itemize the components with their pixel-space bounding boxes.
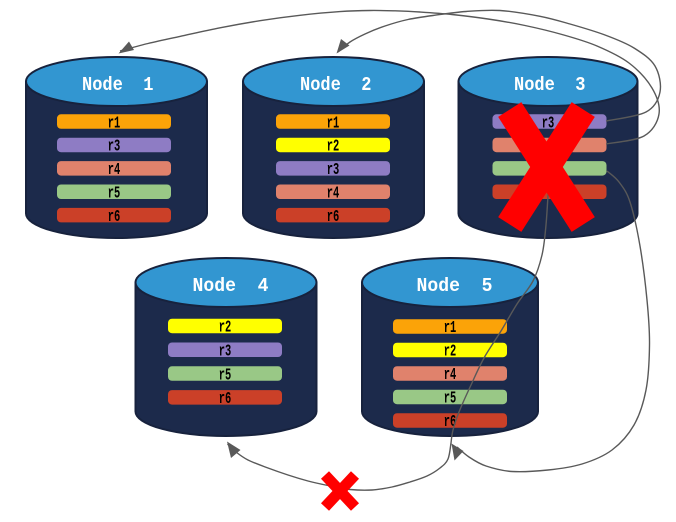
svg-text:r2: r2 <box>219 319 232 338</box>
svg-text:r5: r5 <box>219 366 232 385</box>
svg-text:r2: r2 <box>327 138 340 157</box>
svg-text:r6: r6 <box>108 208 121 227</box>
svg-text:r3: r3 <box>327 161 340 180</box>
svg-text:Node 3: Node 3 <box>514 74 586 96</box>
svg-text:r4: r4 <box>444 366 457 385</box>
svg-text:r1: r1 <box>444 319 457 338</box>
svg-text:r3: r3 <box>542 114 555 133</box>
svg-text:r6: r6 <box>219 390 232 409</box>
svg-text:r2: r2 <box>444 343 457 362</box>
svg-text:r5: r5 <box>444 390 457 409</box>
svg-text:r4: r4 <box>327 185 340 204</box>
svg-text:Node 4: Node 4 <box>193 275 269 297</box>
svg-text:r1: r1 <box>108 114 121 133</box>
svg-text:r4: r4 <box>108 161 121 180</box>
svg-text:r3: r3 <box>108 138 121 157</box>
svg-text:r1: r1 <box>327 114 340 133</box>
svg-text:r6: r6 <box>327 208 340 227</box>
svg-text:Node 2: Node 2 <box>300 74 372 96</box>
svg-text:r5: r5 <box>108 185 121 204</box>
svg-text:Node 5: Node 5 <box>417 275 493 297</box>
svg-text:r3: r3 <box>219 343 232 362</box>
svg-text:Node 1: Node 1 <box>82 74 154 96</box>
